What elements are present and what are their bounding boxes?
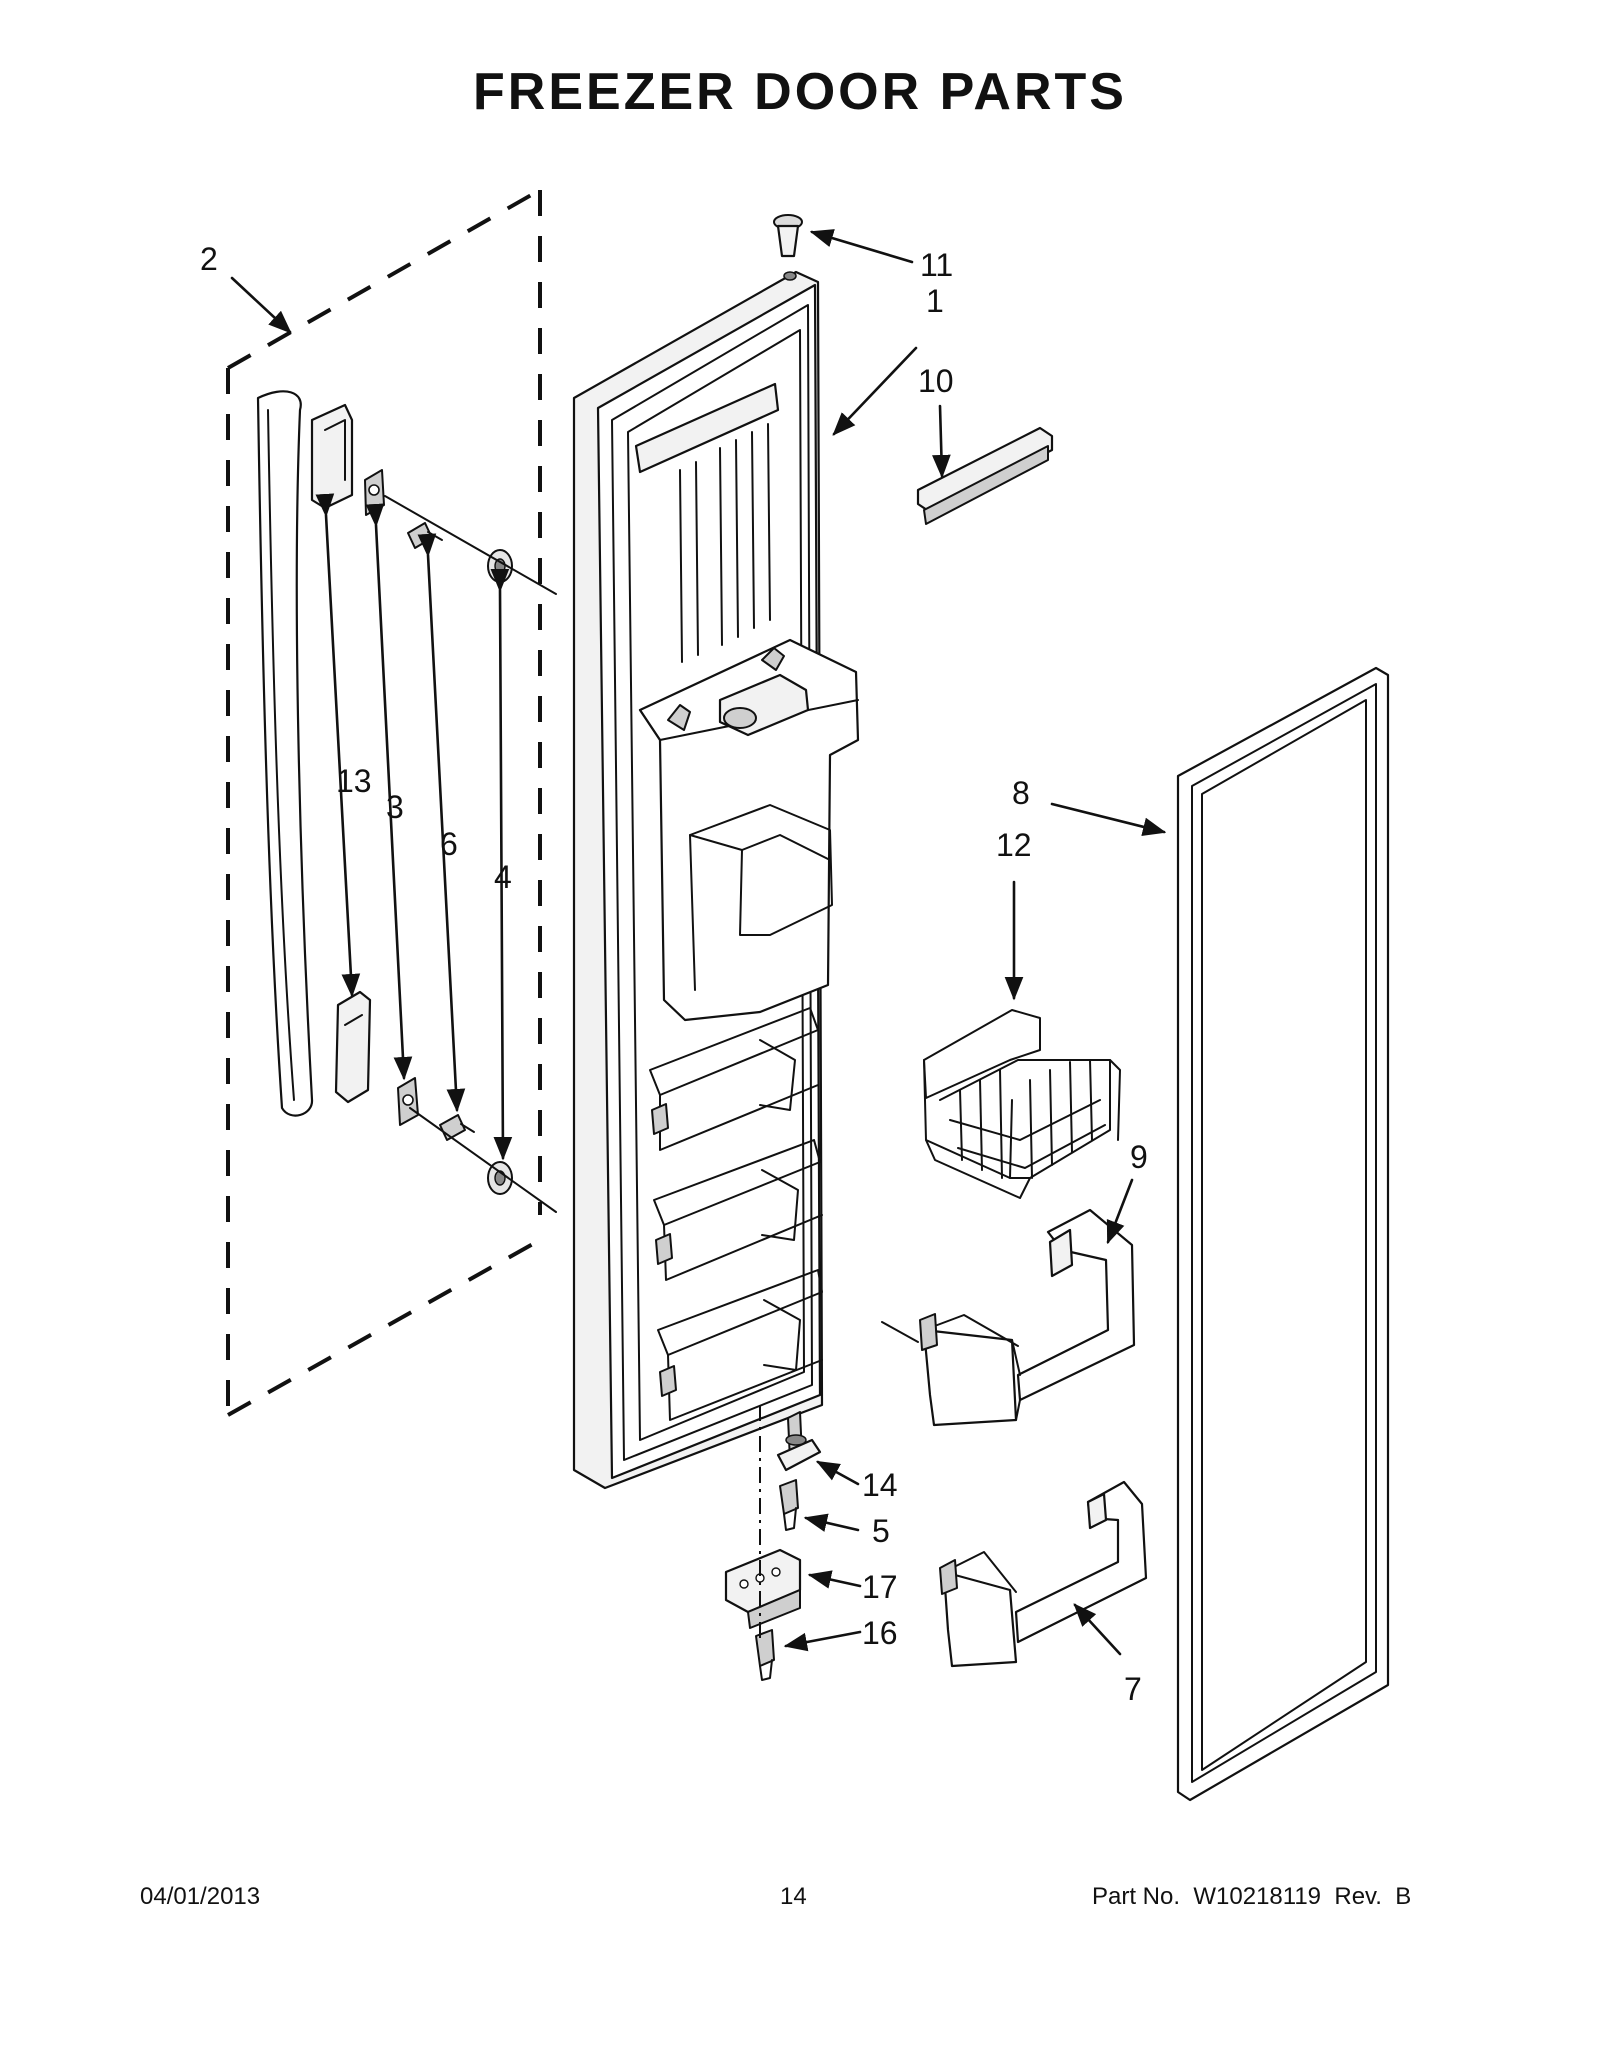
callout-10: 10 bbox=[918, 363, 954, 399]
callout-9: 9 bbox=[1130, 1139, 1148, 1175]
freezer-door-part bbox=[572, 270, 860, 1490]
callout-8: 8 bbox=[1012, 775, 1030, 811]
callout-7: 7 bbox=[1124, 1671, 1142, 1707]
footer-page-number: 14 bbox=[780, 1883, 807, 1910]
door-bin-part bbox=[919, 1208, 1136, 1427]
callout-5: 5 bbox=[872, 1513, 890, 1549]
callout-6: 6 bbox=[440, 826, 458, 862]
handle-screw-bottom-part bbox=[439, 1114, 475, 1141]
door-gasket-part bbox=[1176, 666, 1390, 1802]
footer-part-number: Part No. W10218119 Rev. B bbox=[1092, 1883, 1412, 1910]
hinge-pin-part bbox=[776, 1411, 822, 1472]
hinge-screw-part bbox=[779, 1479, 799, 1531]
callout-1: 1 bbox=[926, 283, 944, 319]
hinge-bushing-part bbox=[773, 214, 803, 281]
callout-14: 14 bbox=[862, 1467, 898, 1503]
callout-16: 16 bbox=[862, 1615, 898, 1651]
mounting-bracket-top-part bbox=[364, 469, 385, 516]
wire-basket-part bbox=[923, 1009, 1121, 1199]
hinge-plate-screw-part bbox=[755, 1629, 775, 1681]
door-bin-lower-part bbox=[939, 1480, 1148, 1668]
callout-3: 3 bbox=[386, 789, 404, 825]
callout-13: 13 bbox=[336, 763, 372, 799]
page-title: FREEZER DOOR PARTS bbox=[473, 63, 1127, 121]
mounting-bracket-bottom-part bbox=[397, 1077, 419, 1126]
callout-12: 12 bbox=[996, 827, 1032, 863]
handle-kit-dashed-box bbox=[226, 188, 542, 1417]
trim-strip-part bbox=[916, 426, 1054, 525]
door-shelves bbox=[649, 1007, 823, 1421]
footer-date: 04/01/2013 bbox=[140, 1883, 261, 1910]
handle-endcap-top-part bbox=[310, 403, 354, 510]
callout-11: 11 bbox=[920, 247, 953, 283]
handle-endcap-bottom-part bbox=[334, 990, 372, 1104]
door-handle-part bbox=[256, 390, 314, 1117]
callout-4: 4 bbox=[494, 859, 512, 895]
callout-17: 17 bbox=[862, 1569, 898, 1605]
hinge-plate-part bbox=[724, 1548, 802, 1629]
callout-2: 2 bbox=[200, 241, 218, 277]
